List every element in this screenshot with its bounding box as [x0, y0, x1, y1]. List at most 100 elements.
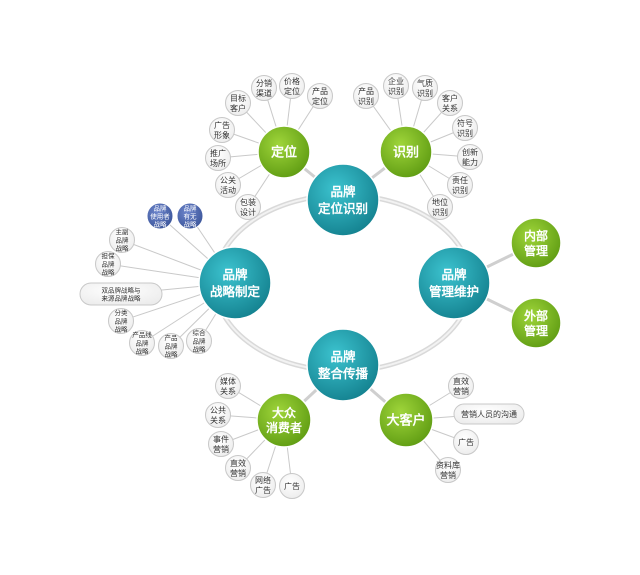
node-label-line: 分销: [256, 78, 272, 88]
node-label-line: 营销: [213, 444, 229, 454]
node-label-line: 内部: [524, 228, 548, 243]
identity-node: 识别: [379, 125, 433, 179]
node-label-line: 管理: [524, 323, 548, 338]
key-accounts-node: 大客户: [378, 392, 434, 448]
node-label-line: 广告: [214, 120, 230, 130]
positioning-node: 定位: [257, 125, 311, 179]
node-label-line: 营销: [440, 470, 456, 480]
node-label-line: 品牌: [102, 259, 116, 268]
node-label-line: 主副: [116, 227, 129, 236]
node-label-line: 关系: [210, 415, 226, 425]
node-label-line: 战略: [184, 219, 198, 228]
node-label-line: 资料库: [436, 460, 460, 470]
node-label-line: 识别: [457, 129, 473, 138]
node-label-line: 管理维护: [429, 284, 479, 299]
node-label-line: 大客户: [386, 413, 425, 429]
node-label-line: 识别: [388, 87, 404, 96]
node-label-line: 整合传播: [318, 366, 369, 381]
node-label-line: 使用者: [150, 211, 170, 220]
node-label-line: 产品: [165, 333, 178, 342]
node-label-line: 产品: [358, 86, 374, 96]
node-label-line: 广告: [255, 485, 271, 495]
node-label-line: 品牌: [116, 235, 130, 244]
node-layer: 目标客户分销渠道价格定位产品定位广告形象推广场所公关活动包装设计产品识别企业识别…: [79, 73, 562, 499]
node-label-line: 管理: [524, 243, 548, 258]
node-label-line: 关系: [442, 103, 458, 113]
node-label-line: 定位: [284, 86, 300, 96]
node-label-line: 广告: [458, 437, 474, 447]
node-label-line: 识别: [452, 186, 468, 195]
node-label-line: 战略: [102, 267, 116, 276]
node-label-line: 品牌: [193, 336, 207, 345]
node-label-line: 直效: [230, 458, 246, 468]
node-label-line: 广告: [284, 481, 300, 491]
node-label-line: 产品: [312, 86, 328, 96]
node-label-line: 公关: [220, 175, 236, 185]
node-label-line: 大众: [272, 405, 297, 420]
key-account-leaf: 营销人员的沟通: [453, 403, 525, 425]
node-label-line: 品牌: [222, 267, 248, 282]
node-label-line: 综合: [193, 328, 207, 337]
node-label-line: 战略: [136, 346, 150, 355]
node-label-line: 定位: [312, 96, 328, 106]
node-label-line: 战略: [154, 219, 168, 228]
node-label-line: 媒体: [220, 376, 236, 386]
node-label-line: 网络: [255, 475, 271, 485]
node-label-line: 形象: [214, 130, 230, 140]
node-label-line: 公共: [210, 406, 226, 415]
node-label-line: 识别: [358, 97, 374, 106]
key-account-leaf: 广告: [453, 429, 479, 455]
node-label-line: 营销: [230, 468, 246, 478]
node-label-line: 识别: [417, 89, 433, 98]
node-label-line: 营销: [453, 386, 469, 396]
node-label-line: 价格: [284, 76, 300, 86]
node-label-line: 品牌: [330, 349, 356, 364]
node-label-line: 战略: [165, 349, 179, 358]
node-label-line: 客户: [230, 103, 246, 113]
node-label-line: 定位: [270, 145, 297, 161]
node-label-line: 战略: [193, 344, 207, 353]
node-label-line: 品牌: [330, 184, 356, 199]
node-label-line: 品牌: [441, 267, 467, 282]
node-label-line: 识别: [393, 146, 419, 161]
node-label-line: 外部: [524, 308, 548, 323]
node-label-line: 产品线: [132, 330, 152, 339]
node-label-line: 战略: [116, 243, 130, 252]
node-label-line: 能力: [462, 157, 478, 167]
node-label-line: 品牌: [136, 338, 150, 347]
node-label-line: 企业: [388, 76, 404, 86]
node-label-line: 渠道: [256, 88, 272, 98]
node-label-line: 符号: [457, 118, 473, 128]
consumer-leaf: 广告: [279, 473, 305, 499]
node-label-line: 战略: [115, 324, 129, 333]
